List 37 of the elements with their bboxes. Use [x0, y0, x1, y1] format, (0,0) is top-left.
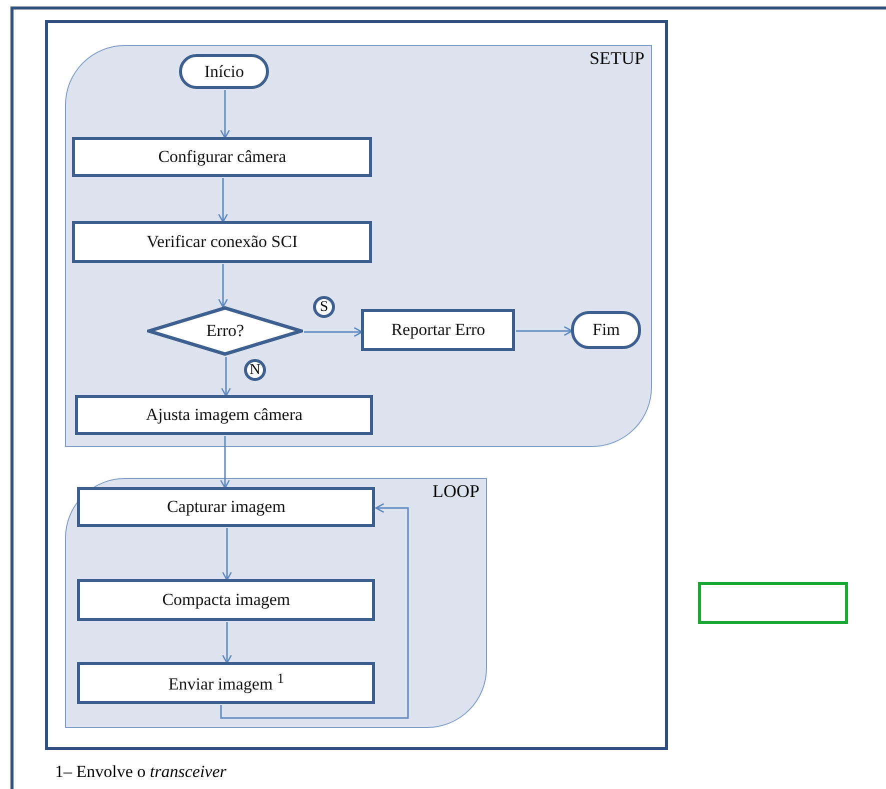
terminator-box: [571, 311, 642, 350]
section-panel: [64, 44, 652, 446]
section-title: LOOP: [432, 480, 480, 502]
section-title: SETUP: [589, 48, 644, 68]
arrow: [220, 436, 230, 489]
component-box: [698, 582, 848, 624]
arrow: [220, 90, 230, 139]
process-box: [361, 309, 516, 352]
step-label: Verificar conexão SCI: [146, 232, 298, 252]
step-label: Início: [204, 62, 244, 82]
footnote: 1– Envolve o transceiver: [55, 762, 226, 782]
process-box: [77, 579, 376, 622]
arrow: [218, 178, 228, 223]
process-box: [77, 487, 376, 528]
process-box: [77, 662, 376, 704]
arrow: [222, 528, 232, 581]
step-label: Compacta imagem: [162, 590, 290, 610]
section-panel: [64, 478, 486, 728]
step-label: Enviar imagem $^{1}$: [168, 671, 284, 696]
step-label: Capturar imagem: [166, 497, 286, 518]
process-box: [75, 395, 374, 436]
arrow: [222, 622, 232, 664]
step-label: Ajusta imagem câmera: [146, 405, 303, 426]
arrow: [220, 357, 232, 397]
arrow: [516, 326, 573, 336]
device-frame: [45, 20, 668, 750]
arrow: [218, 264, 228, 308]
terminator-box: [179, 54, 270, 90]
arrow: [304, 326, 363, 338]
step-label: Reportar Erro: [391, 320, 486, 340]
process-box: [72, 137, 372, 178]
arrow: [220, 502, 409, 719]
step-label: Erro?: [206, 321, 244, 342]
step-label: Fim: [592, 320, 620, 340]
process-box: [72, 221, 372, 264]
step-label: Configurar câmera: [158, 147, 286, 168]
decision-diamond: [147, 306, 304, 356]
